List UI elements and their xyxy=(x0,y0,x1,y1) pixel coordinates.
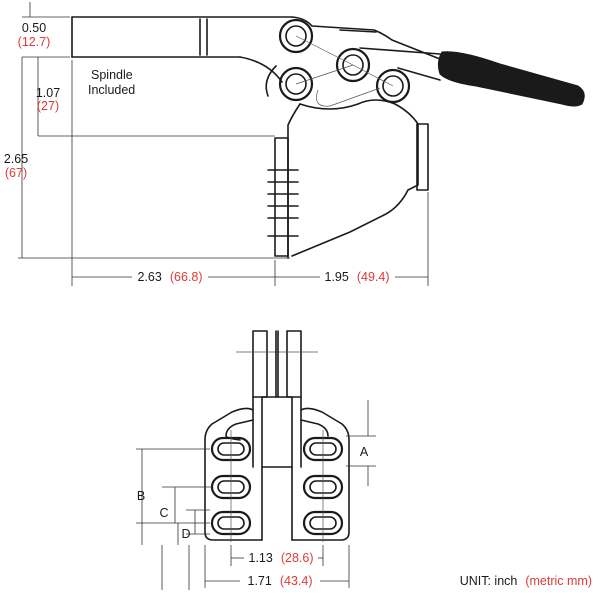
dim-113-label: 1.13 (28.6) xyxy=(249,549,314,566)
front-dimension-lines xyxy=(136,400,376,590)
dim-113-inch: 1.13 xyxy=(249,551,273,565)
dim-050-inch: 0.50 xyxy=(22,21,46,35)
spindle-label-line1: Spindle xyxy=(91,68,133,82)
mounting-slots xyxy=(210,430,344,542)
dim-171-inch: 1.71 xyxy=(248,574,272,588)
handle-grip xyxy=(359,47,585,107)
dim-171-label: 1.71 (43.4) xyxy=(248,572,313,589)
dim-265-inch: 2.65 xyxy=(4,152,28,166)
unit-note-metric: (metric mm) xyxy=(525,574,592,588)
front-view: B C D A 1.13 (28.6) 1.71 (43.4) xyxy=(136,330,376,590)
dim-050-metric: (12.7) xyxy=(18,35,51,49)
spindle-prongs xyxy=(236,330,318,541)
unit-note-prefix: UNIT: inch xyxy=(460,574,518,588)
side-view: 0.50 (12.7) 1.07 (27) 2.65 (67) Spindle … xyxy=(4,2,585,286)
right-base-plate xyxy=(291,407,350,541)
dim-113-metric: (28.6) xyxy=(281,551,314,565)
label-A: A xyxy=(360,445,369,459)
label-B: B xyxy=(137,489,145,503)
dim-195-inch: 1.95 xyxy=(325,270,349,284)
spindle-arm xyxy=(71,16,293,83)
spindle-label-line2: Included xyxy=(88,83,135,97)
dim-107-inch: 1.07 xyxy=(36,86,60,100)
pivot-joints xyxy=(278,18,411,107)
label-C: C xyxy=(159,506,168,520)
dim-195-metric: (49.4) xyxy=(357,270,390,284)
dim-263-inch: 2.63 xyxy=(138,270,162,284)
dim-195-label: 1.95 (49.4) xyxy=(325,268,390,285)
linkage-body xyxy=(265,16,451,259)
vertical-dimensions xyxy=(18,2,290,259)
horizontal-dimensions xyxy=(71,60,429,286)
dim-107-metric: (27) xyxy=(37,99,59,113)
dim-171-metric: (43.4) xyxy=(280,574,313,588)
dim-263-label: 2.63 (66.8) xyxy=(138,268,203,285)
dim-265-metric: (67) xyxy=(5,166,27,180)
label-D: D xyxy=(181,527,190,541)
unit-note: UNIT: inch (metric mm) xyxy=(460,572,592,589)
dim-263-metric: (66.8) xyxy=(170,270,203,284)
